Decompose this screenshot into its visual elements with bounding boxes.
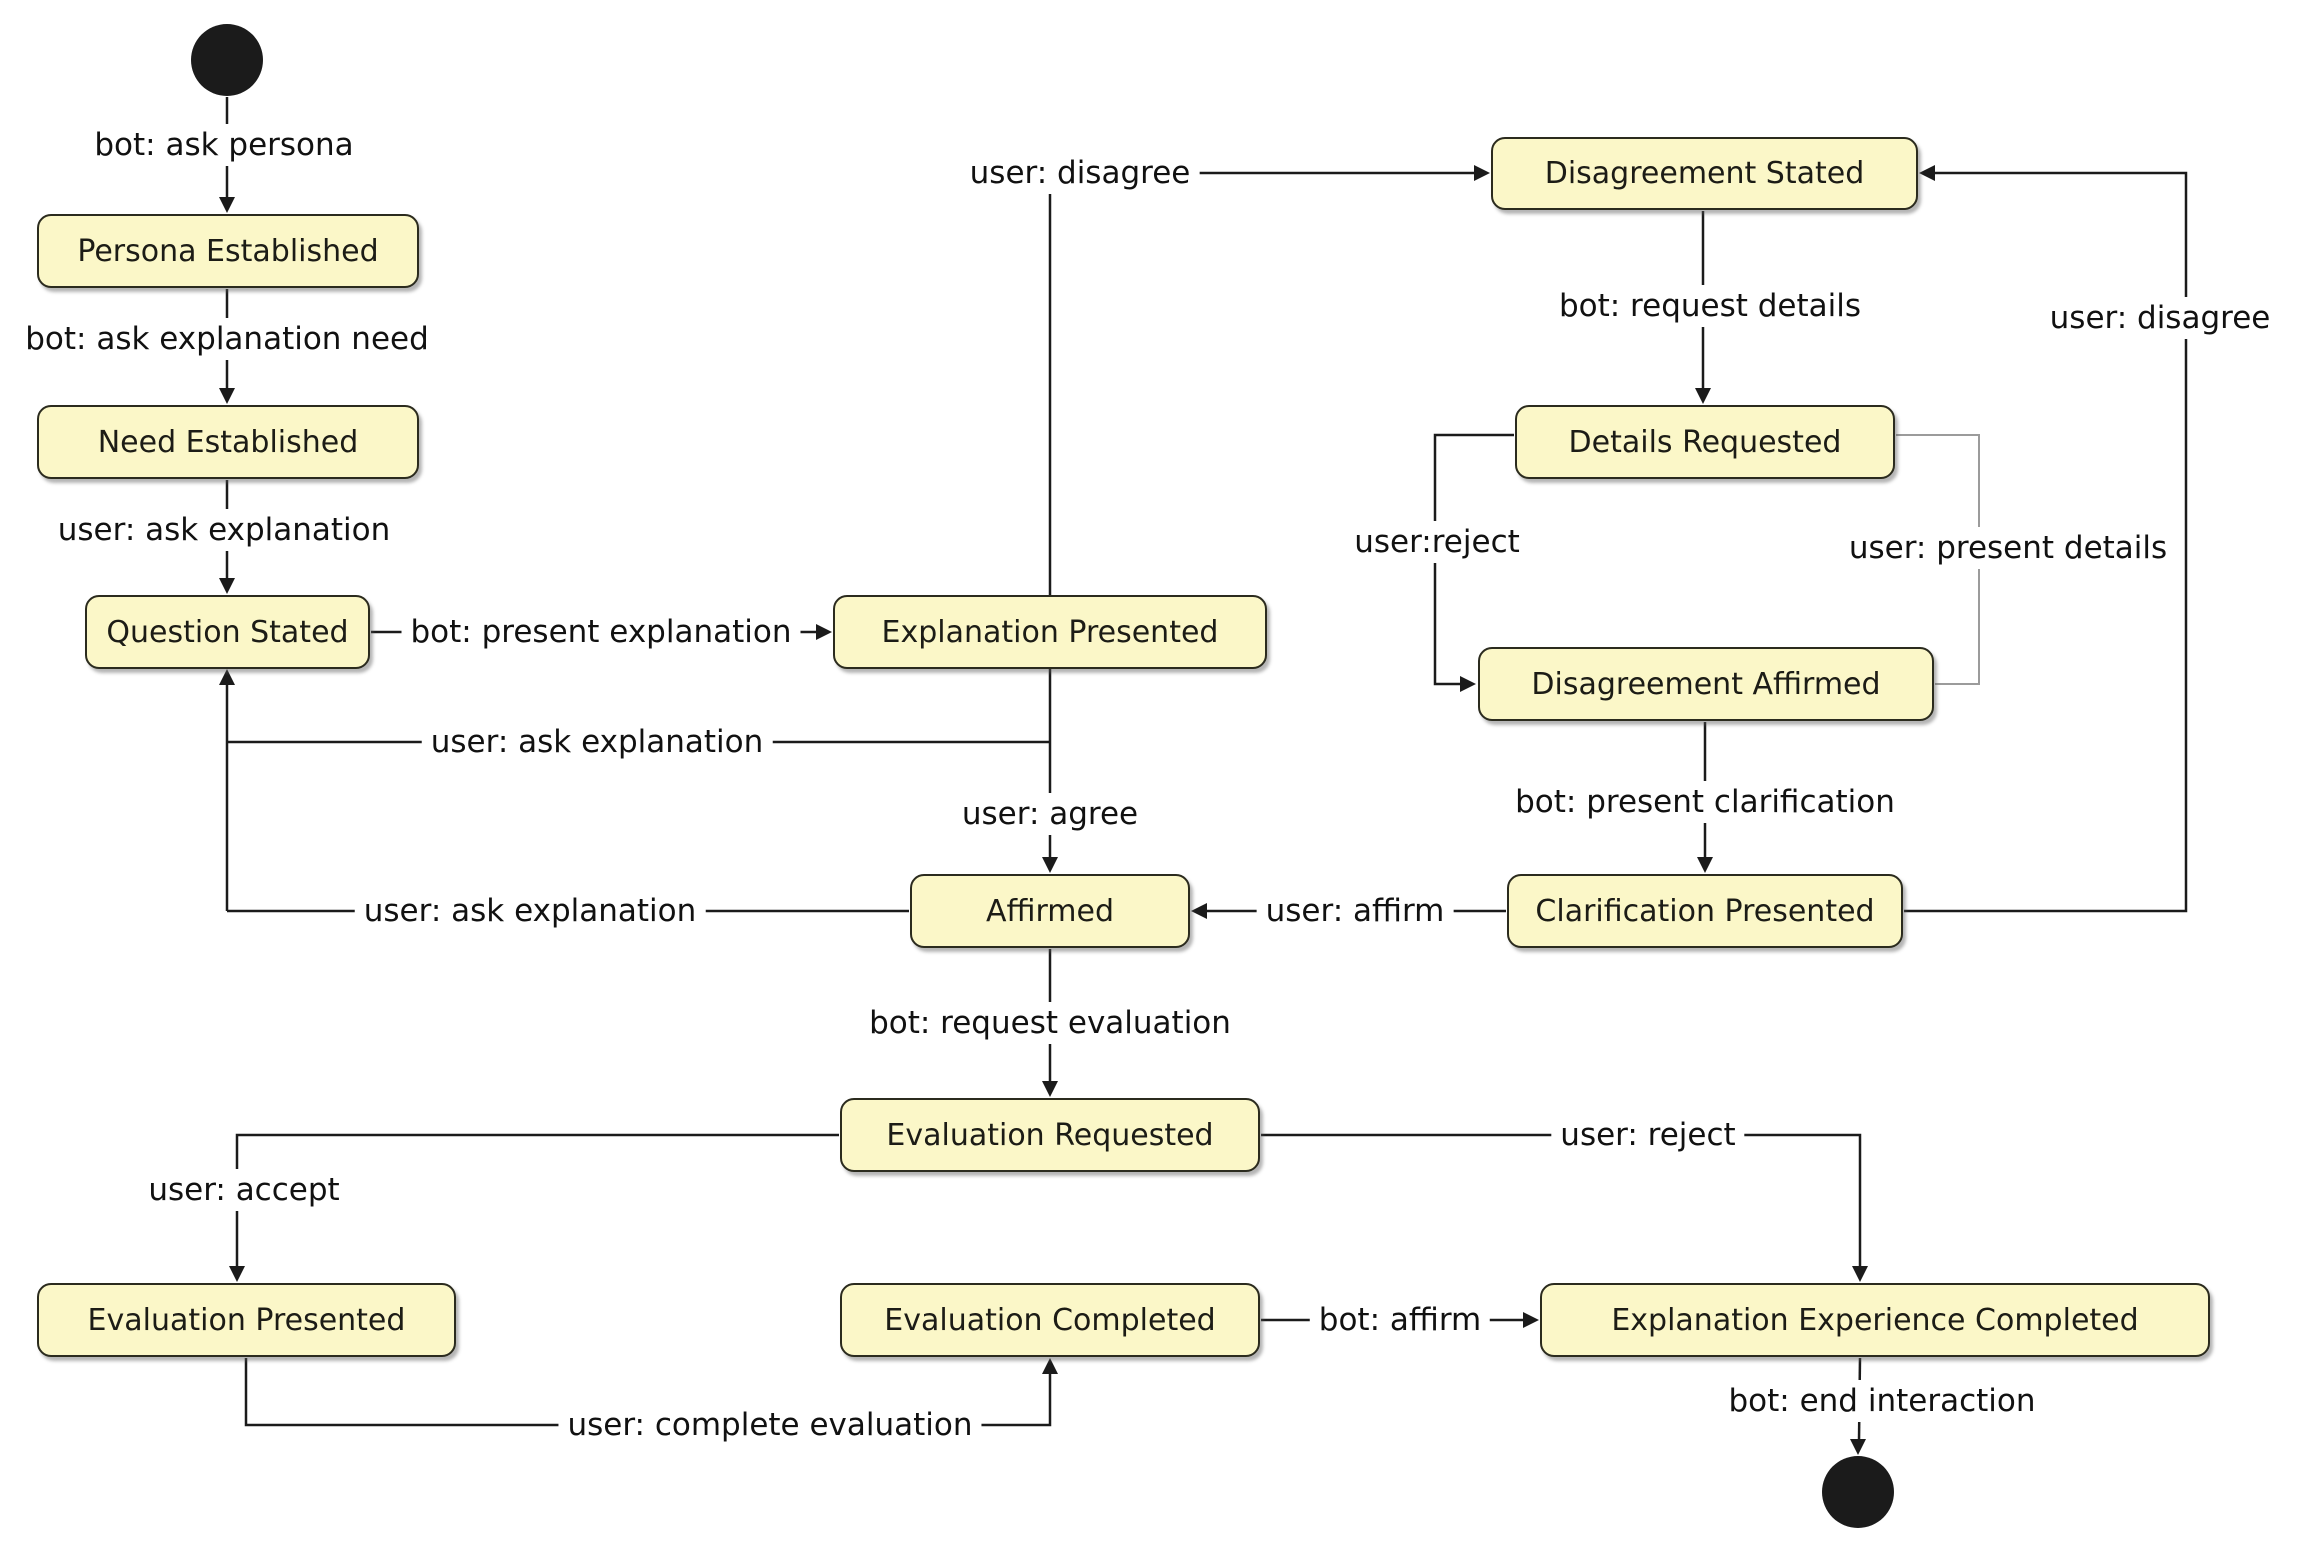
edge-user-disagree-from-clarification (1904, 165, 2188, 913)
state-details-requested: Details Requested (1515, 405, 1895, 479)
state-label: Evaluation Requested (886, 1117, 1214, 1153)
state-explanation-experience-completed: Explanation Experience Completed (1540, 1283, 2210, 1357)
edge-label-user-complete-evaluation: user: complete evaluation (558, 1404, 982, 1446)
final-state-icon (1822, 1456, 1894, 1528)
edge-label-user-disagree-from-explanation: user: disagree (960, 152, 1200, 194)
state-evaluation-requested: Evaluation Requested (840, 1098, 1260, 1172)
state-label: Persona Established (77, 233, 379, 269)
edge-label-user-agree: user: agree (952, 793, 1148, 835)
edge-label-user-present-details: user: present details (1839, 527, 2177, 569)
state-label: Need Established (97, 424, 359, 460)
edge-label-bot-affirm: bot: affirm (1309, 1299, 1491, 1341)
initial-state-icon (191, 24, 263, 96)
state-disagreement-stated: Disagreement Stated (1491, 137, 1918, 210)
edge-label-bot-request-evaluation: bot: request evaluation (860, 1002, 1240, 1044)
edge-label-bot-ask-explanation-need: bot: ask explanation need (16, 318, 438, 360)
state-label: Affirmed (985, 893, 1115, 929)
state-clarification-presented: Clarification Presented (1507, 874, 1903, 948)
edge-label-user-disagree-from-clarification: user: disagree (2040, 297, 2280, 339)
edge-label-bot-present-clarification: bot: present clarification (1506, 781, 1904, 823)
edge-label-user-affirm: user: affirm (1256, 890, 1454, 932)
state-label: Evaluation Completed (884, 1302, 1216, 1338)
edge-label-user-ask-explanation-from-explanation: user: ask explanation (421, 721, 773, 763)
state-affirmed: Affirmed (910, 874, 1190, 948)
edge-label-bot-present-explanation: bot: present explanation (401, 611, 801, 653)
state-explanation-presented: Explanation Presented (833, 595, 1267, 669)
state-label: Explanation Experience Completed (1611, 1302, 2139, 1338)
state-label: Disagreement Stated (1544, 156, 1865, 191)
edge-label-user-reject-evaluation: user: reject (1551, 1114, 1745, 1156)
edge-user-agree (1042, 669, 1058, 873)
state-label: Details Requested (1568, 424, 1842, 460)
state-label: Explanation Presented (881, 614, 1219, 650)
state-evaluation-completed: Evaluation Completed (840, 1283, 1260, 1357)
edge-label-user-ask-explanation-to-question: user: ask explanation (48, 509, 400, 551)
edge-label-bot-ask-persona: bot: ask persona (85, 124, 363, 166)
edge-label-user-ask-explanation-from-affirmed: user: ask explanation (354, 890, 706, 932)
edge-label-bot-end-interaction: bot: end interaction (1719, 1380, 2045, 1422)
state-need-established: Need Established (37, 405, 419, 479)
state-label: Clarification Presented (1535, 893, 1875, 929)
edge-label-bot-request-details: bot: request details (1549, 285, 1871, 327)
state-disagreement-affirmed: Disagreement Affirmed (1478, 647, 1934, 721)
state-evaluation-presented: Evaluation Presented (37, 1283, 456, 1357)
state-persona-established: Persona Established (37, 214, 419, 288)
state-label: Evaluation Presented (87, 1302, 406, 1338)
state-label: Disagreement Affirmed (1531, 666, 1881, 702)
edge-user-accept (229, 1133, 839, 1282)
edge-label-user-accept: user: accept (139, 1169, 349, 1211)
state-question-stated: Question Stated (85, 595, 370, 669)
edge-user-reject-evaluation (1261, 1133, 1868, 1282)
edge-label-user-reject-details: user:reject (1345, 521, 1529, 563)
state-label: Question Stated (106, 614, 349, 650)
edge-user-ask-explanation-from-affirmed (219, 669, 909, 913)
